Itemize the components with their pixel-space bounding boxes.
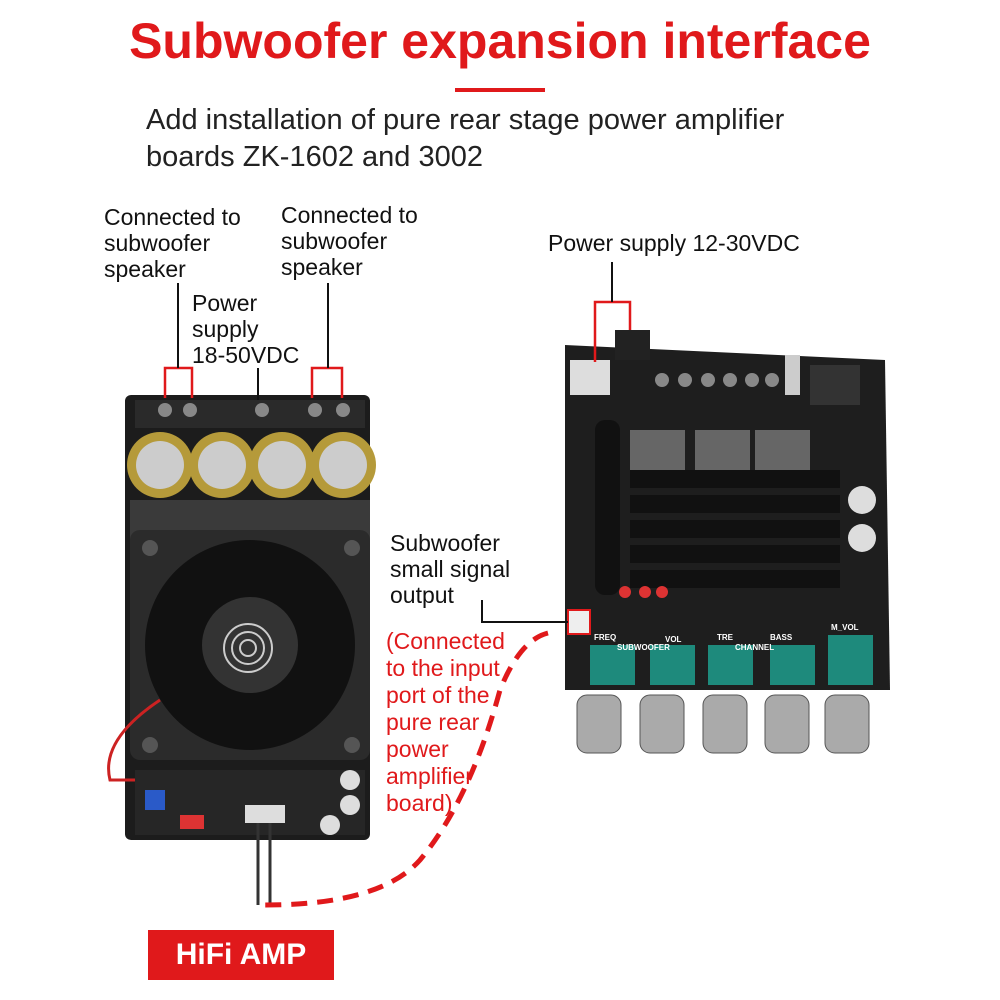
label-mvol: M_VOL [831, 623, 859, 632]
label-subwoofer: SUBWOOFER [617, 643, 670, 652]
subtitle: Add installation of pure rear stage powe… [146, 102, 906, 176]
potentiometers [590, 635, 873, 685]
label-bass: BASS [770, 633, 793, 642]
label-tre: TRE [717, 633, 734, 642]
page-title: Subwoofer expansion interface [129, 13, 871, 69]
subtitle-line: Add installation of pure rear stage powe… [146, 104, 785, 136]
label-vol: VOL [665, 635, 682, 644]
subtitle-line: boards ZK-1602 and 3002 [146, 141, 483, 173]
label-freq: FREQ [594, 633, 616, 642]
label-power-right: Power supply 12-30VDC [548, 230, 800, 256]
dashed-connection [264, 630, 549, 908]
knobs [576, 694, 870, 754]
label-channel: CHANNEL [735, 643, 774, 652]
hifi-amp-board [107, 395, 376, 905]
hifi-amp-badge: HiFi AMP [148, 930, 334, 980]
title-underline [455, 88, 545, 92]
zk-board: FREQ SUBWOOFER VOL TRE CHANNEL BASS M_VO… [565, 330, 890, 754]
capacitors [127, 432, 376, 498]
